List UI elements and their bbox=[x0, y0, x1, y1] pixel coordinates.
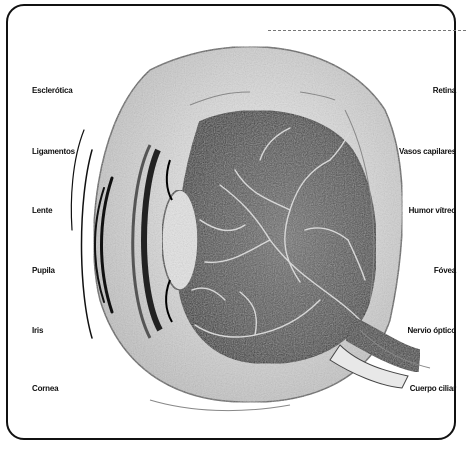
label-lens: Lente bbox=[32, 206, 52, 215]
lens-shape bbox=[162, 190, 198, 290]
label-vitreous-humor: Humor vítreo bbox=[409, 206, 456, 215]
label-iris: Iris bbox=[32, 326, 43, 335]
label-retina: Retina bbox=[433, 86, 456, 95]
label-cornea: Cornea bbox=[32, 384, 58, 393]
label-optic-nerve: Nervio óptico bbox=[407, 326, 456, 335]
label-ciliary-body: Cuerpo ciliar bbox=[410, 384, 456, 393]
label-pupil: Pupila bbox=[32, 266, 55, 275]
retina-fundus bbox=[178, 111, 376, 363]
label-fovea: Fóvea bbox=[434, 266, 456, 275]
label-sclera: Esclerótica bbox=[32, 86, 73, 95]
label-capillaries: Vasos capilares bbox=[399, 147, 456, 156]
label-ligaments: Ligamentos bbox=[32, 147, 75, 156]
